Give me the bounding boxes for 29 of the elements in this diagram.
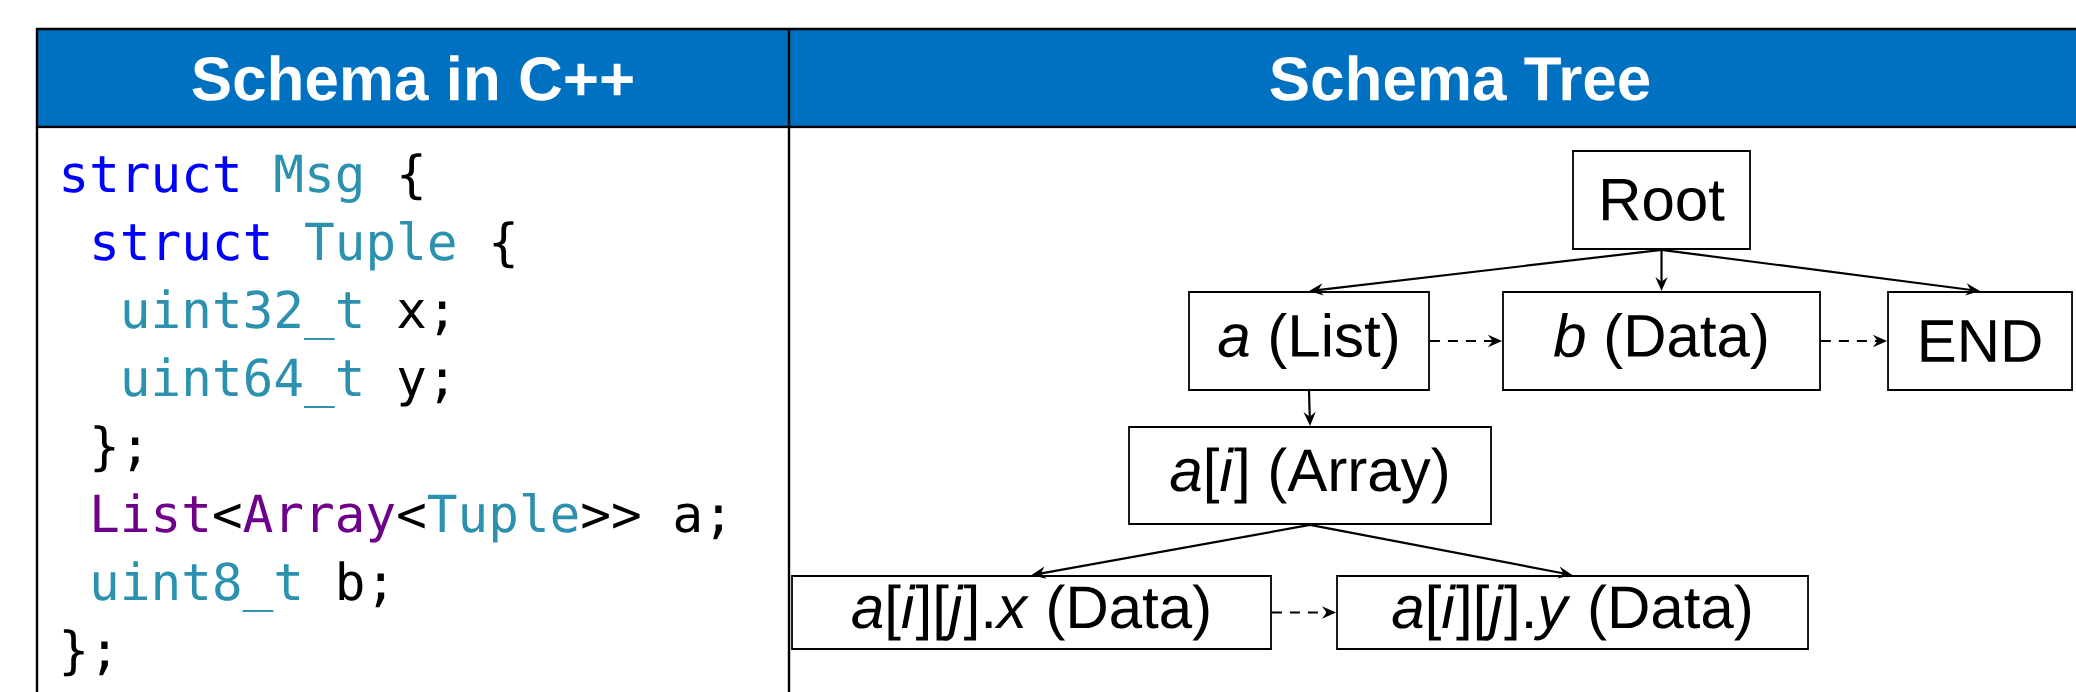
tree-node-box: a[i][j].x (Data) <box>791 575 1272 650</box>
column-heading: Schema in C++ <box>192 55 633 101</box>
code-token: Array <box>243 494 395 543</box>
tree-node-box: a (List) <box>1188 291 1430 391</box>
code-token: x; <box>398 300 446 336</box>
code-token: uint8_t <box>93 561 299 612</box>
tree-node-box: a[i][j].y (Data) <box>1336 575 1809 650</box>
code-token: uint32_t <box>124 289 361 340</box>
code-token: Msg <box>275 154 361 203</box>
code-token: < <box>398 503 425 529</box>
code-token: Tuple <box>427 493 578 543</box>
tree-node-box: END <box>1887 291 2073 391</box>
code-token: }; <box>94 425 139 473</box>
code-token: struct <box>94 224 269 261</box>
code-token: b; <box>339 561 385 608</box>
code-token: }; <box>63 629 108 677</box>
column-heading: Schema Tree <box>1270 55 1650 101</box>
code-token: List <box>94 493 207 533</box>
code-token: >> a; <box>582 503 722 540</box>
code-token: Tuple <box>305 221 455 271</box>
code-token: uint64_t <box>124 357 361 408</box>
code-token: < <box>214 503 241 529</box>
tree-node-box: a[i] (Array) <box>1128 426 1492 525</box>
code-token: struct <box>63 156 238 193</box>
code-token: { <box>493 221 514 269</box>
tree-node-box: Root <box>1572 150 1751 250</box>
code-token: { <box>401 153 422 201</box>
tree-node-box: b (Data) <box>1502 291 1821 391</box>
code-token: y; <box>398 368 446 407</box>
